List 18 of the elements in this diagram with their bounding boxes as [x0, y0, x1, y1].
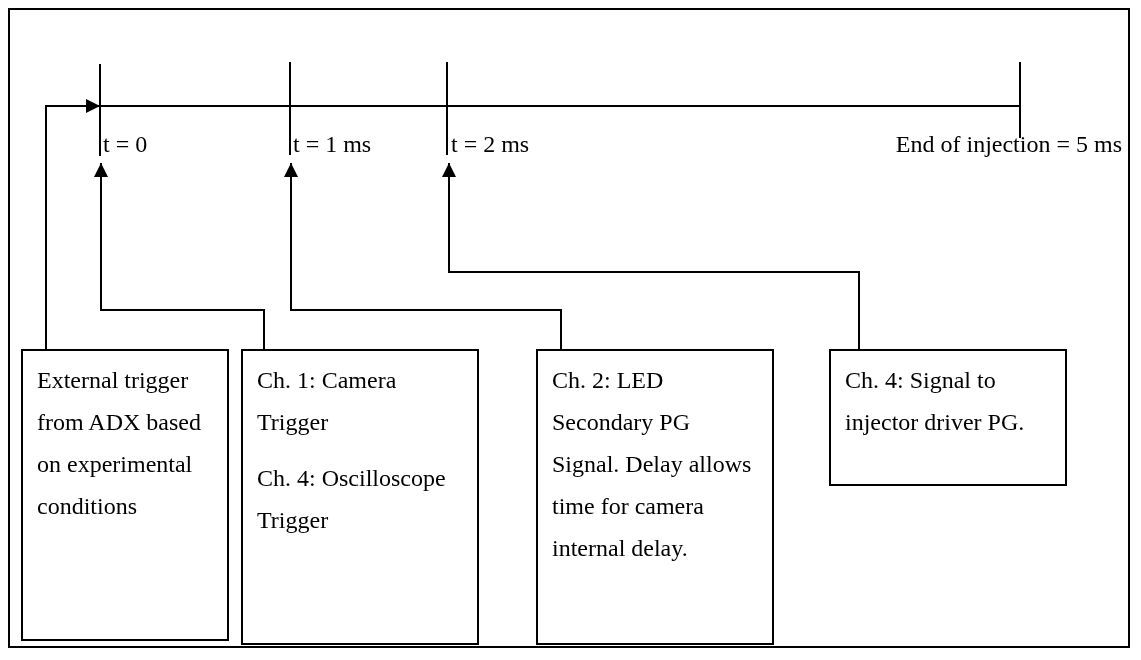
box-text: Ch. 4: Oscilloscope Trigger: [257, 464, 447, 535]
text-box: [829, 349, 1067, 486]
text-box: [241, 349, 479, 645]
arrow: [284, 162, 562, 350]
time-label: t = 0: [103, 130, 148, 159]
box-text: External trigger from ADX based on experimental conditions: [37, 366, 202, 521]
time-label: End of injection = 5 ms: [895, 130, 1122, 159]
text-box: [21, 349, 229, 641]
box-text: Ch. 4: Signal to injector driver PG.: [845, 366, 1026, 437]
time-label: t = 1 ms: [293, 130, 372, 159]
timeline-bar: [100, 105, 1020, 107]
box-text: Ch. 1: Camera Trigger: [257, 366, 398, 437]
box-text: Ch. 2: LED Secondary PG Signal. Delay allows time for camera internal delay.: [552, 366, 753, 563]
arrow: [442, 162, 860, 350]
time-label: t = 2 ms: [451, 130, 530, 159]
text-box: [536, 349, 774, 645]
arrow: [45, 99, 101, 350]
arrow: [94, 162, 265, 350]
